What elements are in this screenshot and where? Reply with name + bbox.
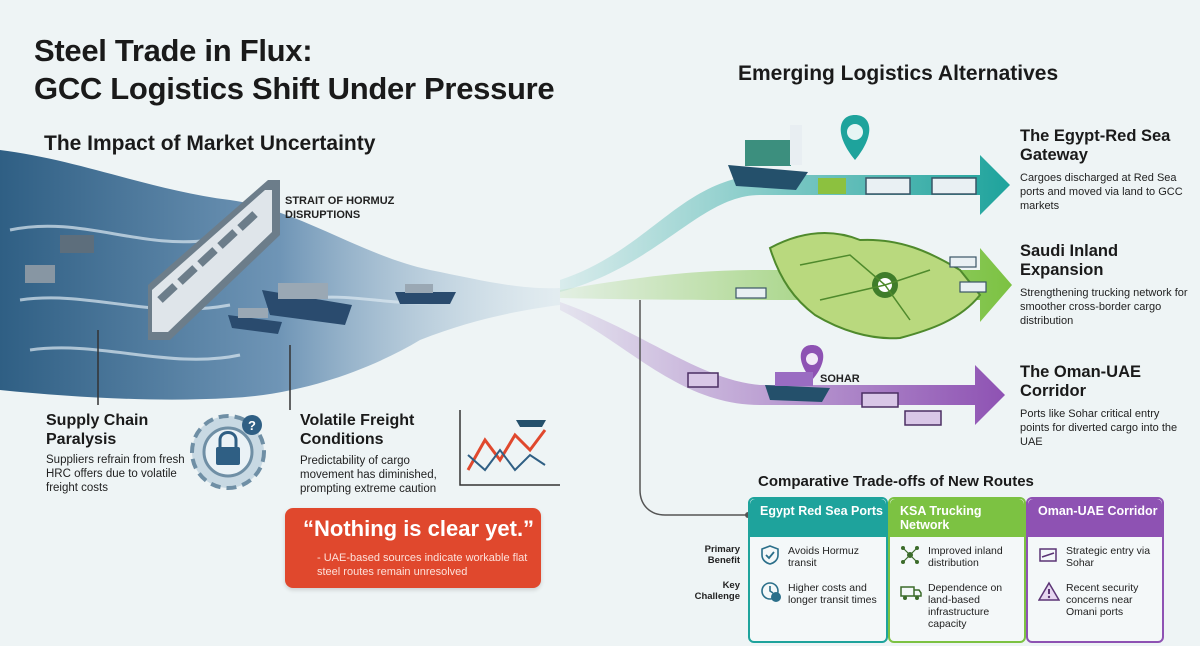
card-oman-challenge: Recent security concerns near Omani port… <box>1066 582 1139 618</box>
freight-text: Predictability of cargo movement has dim… <box>300 455 437 495</box>
network-icon <box>901 546 919 564</box>
row-label-benefit: Primary Benefit <box>704 544 740 566</box>
sea-waves <box>9 224 451 361</box>
card-egypt-header: Egypt Red Sea Ports <box>750 499 886 537</box>
ship-large <box>262 283 352 325</box>
ship-small <box>228 308 282 334</box>
route-egypt-block: The Egypt-Red Sea Gateway Cargoes discha… <box>1020 127 1190 213</box>
row-label-challenge: Key Challenge <box>694 580 740 602</box>
freight-title: Volatile Freight Conditions <box>300 412 415 448</box>
volatile-chart-icon <box>459 410 560 486</box>
freight-block: Volatile Freight Conditions Predictabili… <box>300 411 455 496</box>
quote-source: - UAE-based sources indicate workable fl… <box>317 552 528 578</box>
comparison-card-ksa: KSA Trucking Network Improved inland dis… <box>888 497 1026 643</box>
title-line-1: Steel Trade in Flux: <box>34 33 313 68</box>
quote-text: “Nothing is clear yet.” <box>303 516 535 541</box>
shield-check-icon <box>761 545 779 565</box>
supply-chain-block: Supply Chain Paralysis Suppliers refrain… <box>46 411 186 495</box>
impact-heading: The Impact of Market Uncertainty <box>44 132 376 155</box>
comparison-card-oman: Oman-UAE Corridor Strategic entry via So… <box>1026 497 1164 643</box>
trucks-purple-route <box>687 372 942 426</box>
hormuz-label: STRAIT OF HORMUZ DISRUPTIONS <box>285 195 395 221</box>
page-title: Steel Trade in Flux: GCC Logistics Shift… <box>34 32 555 108</box>
ship-purple-route <box>765 372 830 402</box>
route-oman-block: The Oman-UAE Corridor Ports like Sohar c… <box>1020 363 1180 449</box>
route-egypt-title: The Egypt-Red Sea Gateway <box>1020 127 1171 164</box>
ship-far <box>395 284 456 304</box>
padlock-gear-icon: ? <box>190 414 266 490</box>
floating-container-1 <box>60 235 94 253</box>
supply-title: Supply Chain Paralysis <box>46 412 149 448</box>
card-oman-benefit: Strategic entry via Sohar <box>1066 545 1151 569</box>
alternatives-heading: Emerging Logistics Alternatives <box>738 62 1059 85</box>
clock-dollar-icon <box>761 582 781 602</box>
quote-callout: “Nothing is clear yet.” - UAE-based sour… <box>285 508 541 588</box>
comparison-card-egypt: Egypt Red Sea Ports Avoids Hormuz transi… <box>748 497 888 643</box>
route-saudi-text: Strengthening trucking network for smoot… <box>1020 287 1188 327</box>
card-ksa-benefit: Improved inland distribution <box>928 545 1003 569</box>
port-icon <box>1039 548 1057 562</box>
route-saudi-block: Saudi Inland Expansion Strengthening tru… <box>1020 242 1195 328</box>
comparison-heading: Comparative Trade-offs of New Routes <box>758 473 1034 490</box>
saudi-map-graphic <box>768 232 982 340</box>
floating-container-2 <box>25 265 55 283</box>
route-egypt-text: Cargoes discharged at Red Sea ports and … <box>1020 172 1183 212</box>
trucks-green-route <box>735 256 987 299</box>
route-oman-title: The Oman-UAE Corridor <box>1020 363 1142 400</box>
card-egypt-challenge: Higher costs and longer transit times <box>788 582 877 606</box>
container-teal-route <box>818 178 846 194</box>
title-line-2: GCC Logistics Shift Under Pressure <box>34 71 555 106</box>
card-ksa-challenge: Dependence on land-based infrastructure … <box>928 582 1003 630</box>
svg-text:?: ? <box>248 418 256 433</box>
card-oman-header: Oman-UAE Corridor <box>1028 499 1162 537</box>
barrier-graphic <box>148 180 280 340</box>
card-egypt-benefit: Avoids Hormuz transit <box>788 545 859 569</box>
warning-icon <box>1038 581 1060 601</box>
supply-text: Suppliers refrain from fresh HRC offers … <box>46 454 185 494</box>
location-pin-sohar <box>800 345 824 380</box>
sohar-label: SOHAR <box>820 373 860 385</box>
truck-icon <box>900 586 922 600</box>
sea-band <box>0 150 560 400</box>
location-pin-red-sea <box>840 115 870 160</box>
route-saudi-title: Saudi Inland Expansion <box>1020 242 1119 279</box>
card-ksa-header: KSA Trucking Network <box>890 499 1024 537</box>
ship-teal-route <box>728 125 808 190</box>
trucks-teal-route <box>865 177 977 195</box>
connector-comparison-line <box>639 300 748 516</box>
route-oman-text: Ports like Sohar critical entry points f… <box>1020 408 1178 448</box>
